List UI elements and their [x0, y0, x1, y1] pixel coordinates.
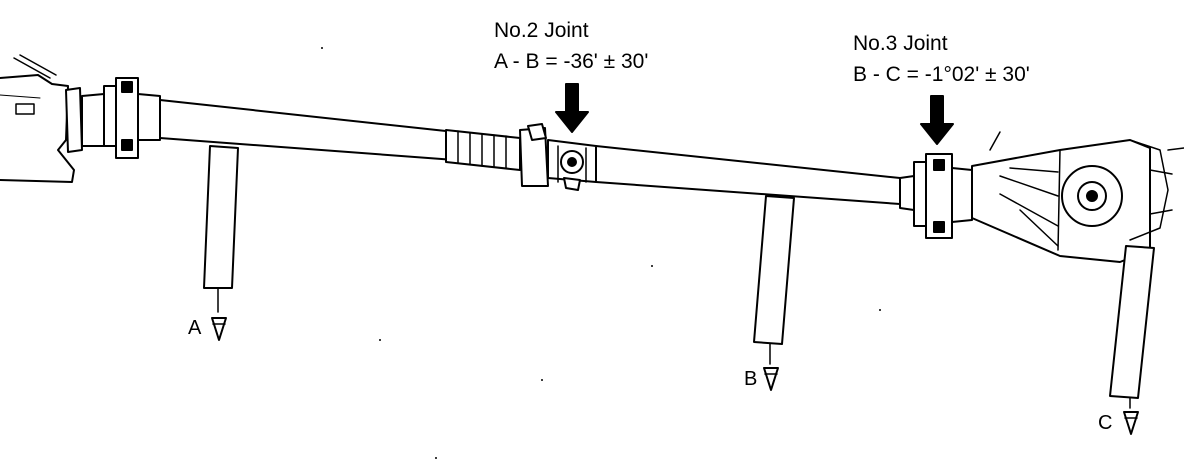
gauge-b — [753, 195, 795, 391]
transmission-housing — [0, 54, 75, 183]
joint-3-formula: B - C = -1°02' ± 30' — [853, 63, 1030, 86]
joint-2-arrow — [555, 83, 589, 133]
gauge-c — [1109, 245, 1155, 435]
front-shaft — [159, 99, 456, 161]
gauge-a — [203, 145, 239, 341]
joint-2-universal-joint — [519, 123, 597, 191]
joint-3-flange — [913, 153, 973, 239]
slip-joint — [445, 129, 521, 171]
gauge-b-label: B — [744, 368, 758, 390]
rear-shaft — [595, 145, 915, 211]
joint-3-title: No.3 Joint — [853, 32, 948, 55]
joint-2-formula: A - B = -36' ± 30' — [494, 50, 649, 73]
differential-housing — [971, 131, 1184, 263]
joint-2-title: No.2 Joint — [494, 19, 589, 42]
joint-3-arrow — [920, 95, 954, 145]
gauge-c-label: C — [1098, 412, 1113, 434]
front-flange — [65, 77, 161, 159]
gauge-a-label: A — [188, 317, 202, 339]
